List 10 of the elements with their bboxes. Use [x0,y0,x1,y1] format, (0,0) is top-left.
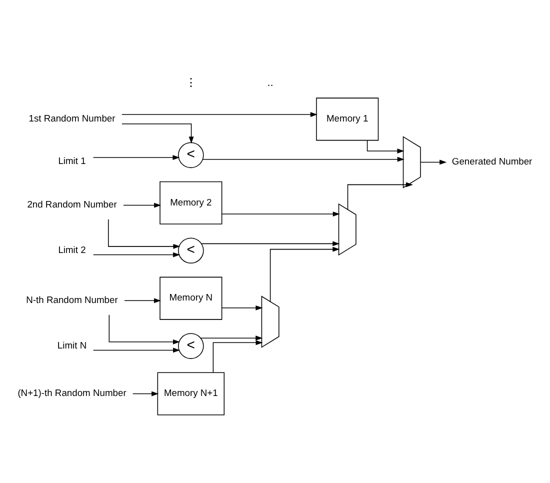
node-text: 1st Random Number [28,113,116,124]
node-text: (N+1)-th Random Number [18,388,126,398]
label: ⋮ [185,76,196,89]
node-text: Limit 2 [58,244,86,255]
node-text: N-th Random Number [26,294,118,305]
node-text: 2nd Random Number [27,199,117,210]
label: .. [267,76,274,89]
node-text: Limit N [57,340,87,350]
node-text: Generated Number [452,156,532,166]
node-text: Limit 1 [58,155,86,166]
